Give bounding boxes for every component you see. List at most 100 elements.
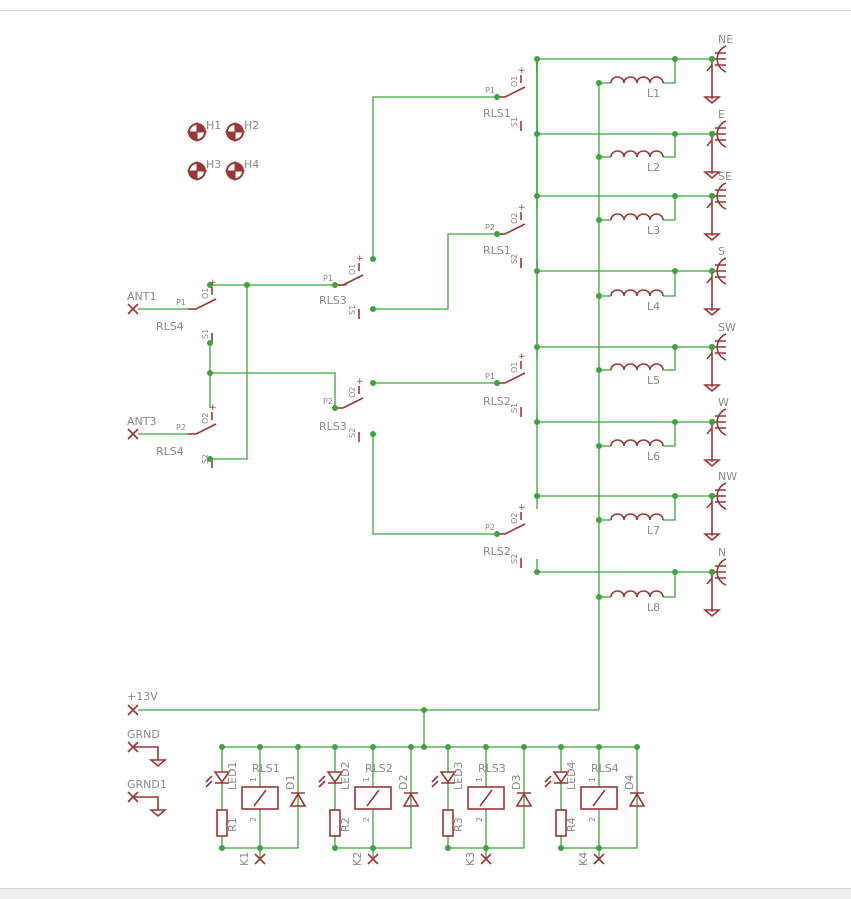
contact-s-label: S1 (510, 403, 519, 413)
ant1-port-icon (127, 303, 139, 315)
junction-dot (709, 569, 715, 575)
inductor-label: L4 (647, 300, 660, 313)
junction-dot (596, 217, 602, 223)
output-label: N (718, 546, 726, 559)
relay-coil-icon (467, 786, 505, 810)
coil-pin-label: 1 (475, 777, 484, 782)
inductor-label: L5 (647, 374, 660, 387)
diode-label: D2 (397, 775, 410, 790)
junction-dot (672, 131, 678, 137)
wire-segment (536, 122, 712, 135)
inductor-coil (610, 590, 664, 598)
relay-coil-icon (580, 786, 618, 810)
junction-dot (534, 131, 540, 137)
driver-stage-3 (431, 771, 533, 837)
junction-dot (596, 293, 602, 299)
connector-shield-lead (706, 347, 713, 387)
relay-contact-rls2-p2 (497, 512, 526, 568)
junction-dot (596, 80, 602, 86)
relay-coil-icon (241, 786, 279, 810)
contact-o-label: O2 (348, 387, 357, 398)
junction-dot (672, 56, 678, 62)
junction-dot (709, 344, 715, 350)
junction-dot (672, 569, 678, 575)
output-connector-n (702, 558, 727, 618)
contact-arm (504, 223, 526, 235)
coil-pin-label: 2 (475, 817, 484, 822)
contact-p-label: P1 (323, 274, 333, 283)
resistor-icon (555, 809, 567, 837)
relay-coil-label: RLS2 (365, 762, 393, 775)
output-connector-nw (702, 482, 727, 542)
connector-k3-icon (480, 853, 492, 865)
contact-arm (504, 86, 526, 98)
wire-segment (536, 58, 712, 72)
contact-s-label: S1 (201, 329, 210, 339)
coil-pin-label: 2 (588, 817, 597, 822)
inductor-coil (610, 76, 664, 84)
contact-s-label: S2 (201, 454, 210, 464)
output-label: NW (718, 470, 737, 483)
inductor-coil (610, 213, 664, 221)
junction-dot (596, 845, 602, 851)
coil-pin-label: 2 (362, 817, 371, 822)
connector-label: K1 (238, 852, 251, 866)
output-label: NE (718, 33, 733, 46)
resistor-icon (442, 809, 454, 837)
wire-segment (372, 434, 497, 535)
output-connector-se (702, 182, 727, 242)
relay-coil-label: RLS1 (252, 762, 280, 775)
led-rays (431, 775, 439, 788)
wire-segment (536, 346, 712, 359)
led-icon (439, 771, 457, 784)
grnd-symbol (148, 759, 168, 768)
led-label: LED3 (452, 761, 465, 790)
junction-dot (370, 431, 376, 437)
mounting-hole-h3 (187, 161, 207, 181)
driver-stage-4 (544, 771, 646, 837)
junction-dot (494, 531, 500, 537)
inductor-l6 (610, 439, 664, 447)
wire-segment (663, 496, 676, 521)
contact-o-label: O1 (348, 264, 357, 275)
output-label: SW (718, 321, 736, 334)
junction-dot (332, 282, 338, 288)
coil-pin-label: 2 (249, 817, 258, 822)
connector-shield-lead (706, 496, 713, 536)
contact-arm (504, 523, 526, 535)
junction-dot (558, 845, 564, 851)
contact-arm (342, 397, 364, 409)
junction-dot (408, 744, 414, 750)
contact-plus: + (356, 377, 364, 387)
junction-dot (483, 845, 489, 851)
ant3-label: ANT3 (127, 415, 156, 428)
contact-plus: + (356, 254, 364, 264)
junction-dot (534, 419, 540, 425)
resistor-label: R3 (452, 817, 465, 832)
connector-k2-icon (367, 853, 379, 865)
relay-coil-label: RLS4 (591, 762, 619, 775)
wire-segment (663, 422, 676, 447)
contact-p-label: P2 (323, 397, 333, 406)
connector-label: K4 (577, 852, 590, 866)
components-layer (127, 45, 727, 865)
junction-dot (596, 517, 602, 523)
contact-s-label: S2 (510, 254, 519, 264)
contact-plus: + (518, 352, 526, 362)
diode-label: D4 (623, 775, 636, 790)
mounting-hole-h4 (225, 161, 245, 181)
inductor-label: L8 (647, 601, 660, 614)
junction-dot (596, 367, 602, 373)
diode-label: D3 (510, 775, 523, 790)
led-label: LED4 (565, 761, 578, 790)
wire-segment (536, 195, 712, 209)
contact-plus: + (209, 403, 217, 413)
junction-dot (534, 193, 540, 199)
ground-symbol (702, 233, 722, 242)
junction-dot (672, 193, 678, 199)
junction-dot (494, 231, 500, 237)
relay-contact-name: RLS2 (483, 545, 511, 558)
wire-segment (536, 495, 712, 509)
connector-k4-icon (593, 853, 605, 865)
